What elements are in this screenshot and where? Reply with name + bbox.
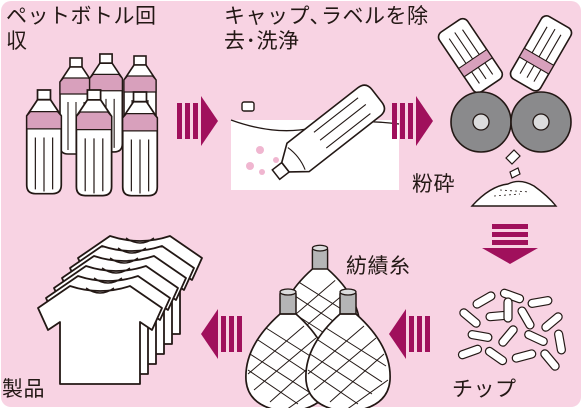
label-yarn: 紡績糸 <box>346 254 411 278</box>
arrow-step3-down <box>482 224 538 264</box>
label-chip: チップ <box>452 377 517 401</box>
washing-illustration <box>230 84 400 190</box>
label-remove-wash: キャップ､ラベルを除去･洗浄 <box>224 4 429 53</box>
label-product: 製品 <box>2 377 45 401</box>
arrow-step5 <box>201 309 242 359</box>
label-collect: ペットボトル回収 <box>6 4 157 53</box>
arrow-step1 <box>177 96 218 146</box>
crusher-illustration <box>437 15 573 207</box>
arrow-step4 <box>389 309 430 359</box>
arrow-step2 <box>392 96 433 146</box>
label-crush: 粉砕 <box>412 172 455 196</box>
